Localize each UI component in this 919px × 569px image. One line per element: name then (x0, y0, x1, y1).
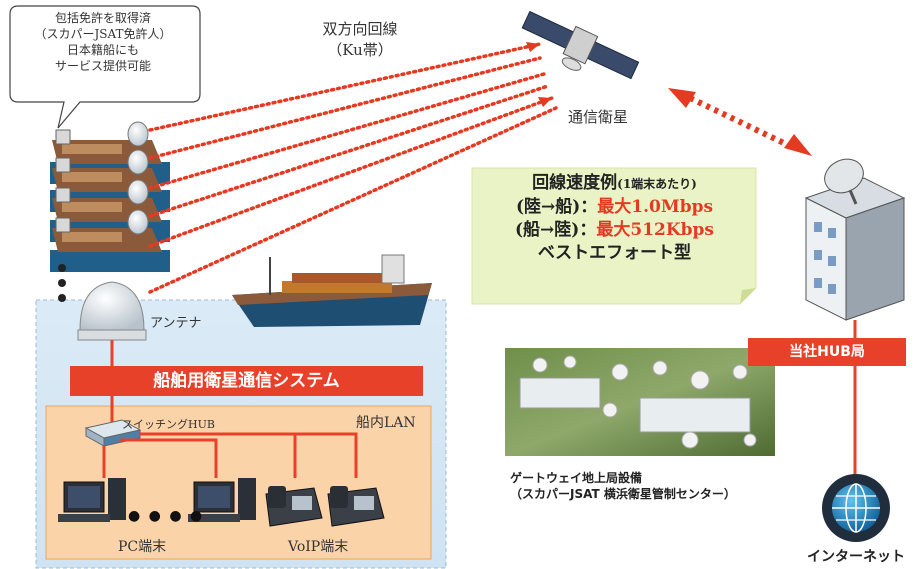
link-label-text: 双方向回線 (322, 20, 398, 38)
speed-title: 回線速度例 (532, 173, 618, 193)
link-label: 双方向回線 （Ku帯） (300, 18, 420, 60)
license-line: 日本籍船にも (66, 43, 139, 57)
speed-up-label: (船→陸)： (515, 220, 597, 240)
satellite-icon (521, 10, 640, 80)
speed-panel: 回線速度例(1端末あたり) (陸→船)：最大1.0Mbps (船→陸)：最大51… (472, 172, 757, 265)
speed-down-label: (陸→船)： (515, 197, 598, 217)
speed-up-value: 最大512Kbps (596, 220, 714, 240)
license-line: 包括免許を取得済 (54, 11, 151, 25)
pc-label: PC端末 (118, 539, 167, 555)
cargo-ship-icon (232, 254, 432, 327)
hub-building-icon (804, 158, 906, 321)
gateway-caption-line2: （スカパーJSAT 横浜衛星管制センター） (510, 487, 736, 501)
hub-link-line (668, 88, 812, 156)
satellite-link-lines (148, 42, 558, 294)
speed-note: ベストエフォート型 (537, 243, 692, 263)
voip-phone-icon (265, 486, 323, 527)
system-bar: 船舶用衛星通信システム (70, 366, 423, 396)
gateway-caption: ゲートウェイ地上局設備 （スカパーJSAT 横浜衛星管制センター） (510, 470, 736, 502)
switching-hub-icon (84, 419, 142, 447)
pc-terminal-icon (58, 478, 126, 522)
ship-fleet-icon (50, 121, 170, 272)
hub-station-bar: 当社HUB局 (748, 338, 906, 366)
license-line: サービス提供可能 (54, 59, 151, 73)
antenna-dome-icon (77, 281, 147, 341)
link-band-text: （Ku帯） (327, 41, 393, 59)
license-note: 包括免許を取得済 （スカパーJSAT免許人） 日本籍船にも サービス提供可能 (14, 10, 192, 74)
satellite-label: 通信衛星 (568, 108, 629, 126)
switching-hub-label: スイッチングHUB (122, 418, 215, 431)
internet-label: インターネット (807, 549, 905, 565)
voip-phone-icon (327, 486, 385, 527)
speed-title-note: (1端末あたり) (617, 177, 697, 191)
antenna-label: アンテナ (150, 316, 202, 331)
speech-bubble (9, 5, 201, 129)
voip-label: VoIP端末 (288, 539, 349, 555)
pc-ellipsis: ● ● ● ● (128, 508, 205, 524)
lan-label: 船内LAN (356, 415, 416, 431)
gateway-caption-line1: ゲートウェイ地上局設備 (510, 471, 643, 485)
speed-down-value: 最大1.0Mbps (597, 197, 714, 217)
internet-globe-icon (822, 474, 890, 542)
license-line: （スカパーJSAT免許人） (34, 27, 172, 41)
pc-terminal-icon (188, 478, 256, 522)
